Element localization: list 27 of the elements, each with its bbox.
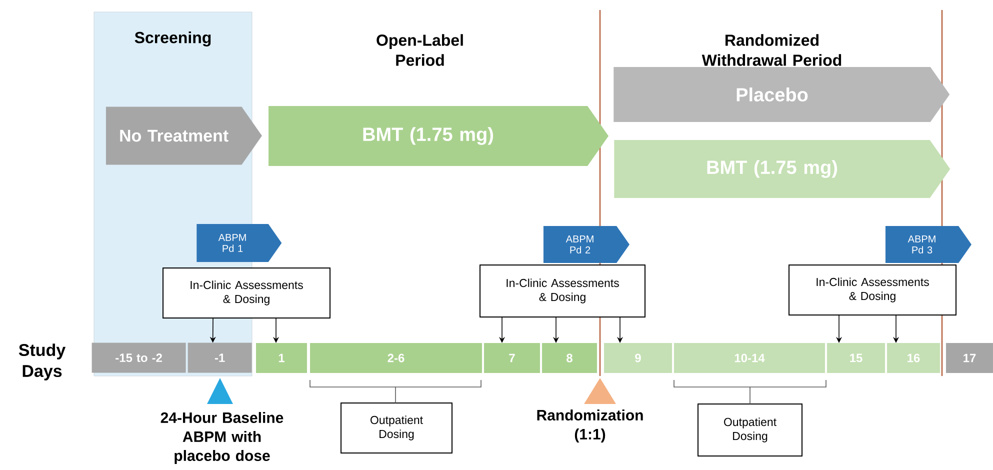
day-cell: 2-6 xyxy=(310,343,482,373)
period-tag: ABPM Pd 3 xyxy=(885,226,972,263)
day-cell: 15 xyxy=(827,343,885,373)
dosing-box: Outpatient Dosing xyxy=(698,404,802,456)
day-cell: 10-14 xyxy=(674,343,825,373)
assessment-box: In-Clinic Assessments & Dosing xyxy=(788,264,956,316)
period-tag: ABPM Pd 2 xyxy=(543,226,630,263)
day-cell: 1 xyxy=(256,343,307,373)
day-cell: 8 xyxy=(542,343,597,373)
heading: Study Days xyxy=(18,344,66,380)
day-cell: 16 xyxy=(887,343,940,373)
day-cell: -1 xyxy=(188,342,252,373)
treatment-band: No Treatment xyxy=(106,106,262,165)
day-cell: -15 to -2 xyxy=(92,342,186,373)
assessment-box: In-Clinic Assessments & Dosing xyxy=(480,264,646,318)
heading: 24-Hour Baseline ABPM with placebo dose xyxy=(160,412,284,464)
day-cell: 9 xyxy=(604,343,672,373)
treatment-band: BMT (1.75 mg) xyxy=(614,140,950,198)
period-tag: ABPM Pd 1 xyxy=(196,224,282,262)
heading: Randomization (1:1) xyxy=(537,410,643,442)
day-cell: 17 xyxy=(946,343,993,373)
treatment-band: BMT (1.75 mg) xyxy=(268,106,608,166)
day-cell: 7 xyxy=(484,343,540,373)
heading: Open-Label Period xyxy=(376,34,463,66)
dosing-box: Outpatient Dosing xyxy=(340,402,452,454)
treatment-band: Placebo xyxy=(614,67,950,122)
assessment-box: In-Clinic Assessments & Dosing xyxy=(162,268,330,318)
